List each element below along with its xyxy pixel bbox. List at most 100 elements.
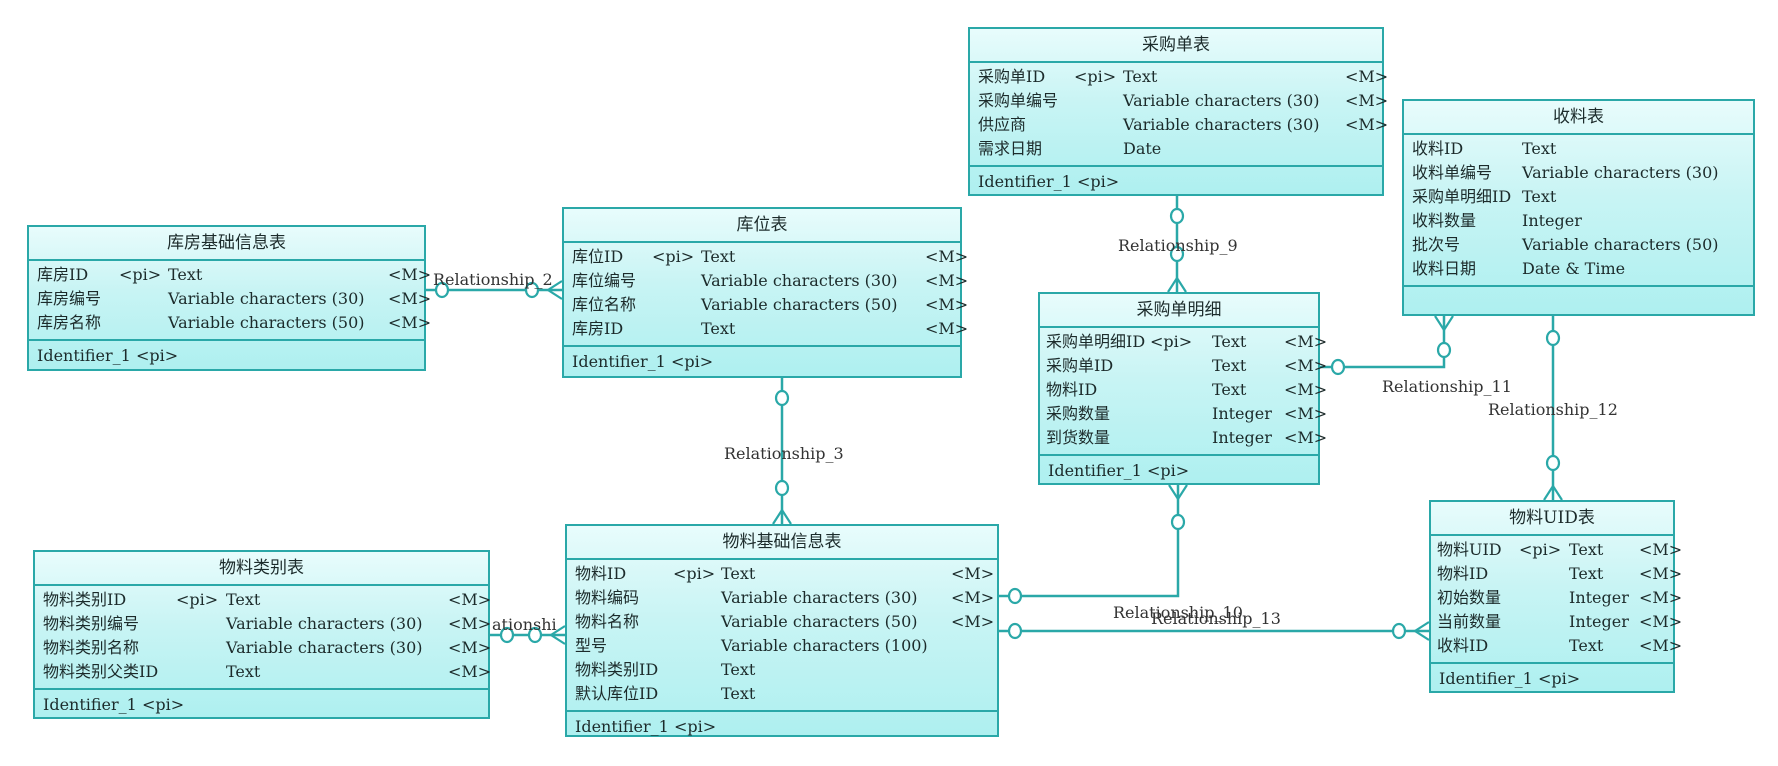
attr-name: 库位名称 xyxy=(572,295,637,314)
attr-type: Variable characters (50) xyxy=(1522,235,1719,254)
crows-foot-marker xyxy=(1167,275,1187,293)
attribute-row: 物料ID <pi> Text <M> xyxy=(567,562,997,586)
relationship-label: Relationship_13 xyxy=(1151,609,1281,628)
attr-type: Text xyxy=(1212,380,1247,399)
attr-name: 采购单ID xyxy=(1046,356,1114,375)
entity-title: 采购单表 xyxy=(970,29,1382,63)
optional-marker xyxy=(1007,622,1023,640)
attribute-row: 物料UID<pi>Text<M> xyxy=(1431,538,1682,562)
attr-name: 收料ID xyxy=(1437,636,1489,655)
attr-name: 采购单编号 xyxy=(978,91,1059,110)
crows-foot-marker xyxy=(548,625,566,645)
attr-mandatory: <M> xyxy=(951,612,995,631)
attr-mandatory: <M> xyxy=(951,564,995,583)
optional-marker xyxy=(1169,245,1185,263)
attr-type: Variable characters (30) xyxy=(226,638,423,657)
attr-type: Text xyxy=(721,564,756,583)
crows-foot-marker xyxy=(1434,315,1454,333)
identifier xyxy=(1404,287,1753,317)
attr-key: <pi> xyxy=(673,564,716,583)
attr-name: 当前数量 xyxy=(1437,612,1502,631)
attr-mandatory: <M> xyxy=(1639,564,1683,583)
attr-type: Variable characters (30) xyxy=(1123,91,1320,110)
attr-name: 采购数量 xyxy=(1046,404,1111,423)
attr-name: 型号 xyxy=(575,636,608,655)
attr-mandatory: <M> xyxy=(388,289,432,308)
optional-marker xyxy=(774,389,790,407)
entity-title: 采购单明细 xyxy=(1040,294,1318,328)
attr-type: Text xyxy=(226,662,261,681)
attr-type: Variable characters (30) xyxy=(226,614,423,633)
attr-name: 采购单明细ID xyxy=(1412,187,1512,206)
attr-type: Text xyxy=(1569,540,1604,559)
attr-mandatory: <M> xyxy=(1345,91,1389,110)
identifier: Identifier_1 <pi> xyxy=(575,717,717,736)
optional-marker xyxy=(774,479,790,497)
attr-type: Integer xyxy=(1522,211,1582,230)
attr-key: <pi> xyxy=(1519,540,1562,559)
attr-mandatory: <M> xyxy=(951,588,995,607)
crows-foot-marker xyxy=(545,280,563,300)
attr-type: Variable characters (50) xyxy=(168,313,365,332)
entity-title: 库位表 xyxy=(564,209,960,243)
attr-type: Integer xyxy=(1569,612,1629,631)
attr-type: Variable characters (30) xyxy=(1123,115,1320,134)
relationship-label: ationshi xyxy=(492,615,557,634)
attr-name: 物料ID xyxy=(1046,380,1098,399)
relationship-line xyxy=(999,485,1180,598)
optional-marker xyxy=(1436,341,1452,359)
attr-name: 物料编码 xyxy=(575,588,640,607)
attr-mandatory: <M> xyxy=(1284,428,1328,447)
attr-type: Text xyxy=(721,684,756,703)
entity-title: 物料基础信息表 xyxy=(567,526,997,560)
identifier: Identifier_1 <pi> xyxy=(1048,461,1190,480)
attr-mandatory: <M> xyxy=(1639,540,1683,559)
attr-mandatory: <M> xyxy=(448,614,492,633)
optional-marker xyxy=(1545,454,1561,472)
optional-marker xyxy=(1007,587,1023,605)
attribute-row: 采购单编号 Variable characters (30) <M> xyxy=(970,89,1388,113)
attr-key: <pi> xyxy=(176,590,219,609)
attr-name: 库房编号 xyxy=(37,289,102,308)
attr-name: 默认库位ID xyxy=(575,684,659,703)
attr-mandatory: <M> xyxy=(1284,332,1328,351)
optional-marker xyxy=(1391,622,1407,640)
relationship-label: Relationship_9 xyxy=(1118,236,1238,255)
optional-marker xyxy=(499,626,515,644)
attr-name: 到货数量 xyxy=(1046,428,1111,447)
attr-type: Text xyxy=(721,660,756,679)
attr-key: <pi> xyxy=(1074,67,1117,86)
attr-type: Variable characters (30) xyxy=(168,289,365,308)
crows-foot-marker xyxy=(1412,621,1430,641)
attr-name: 库位ID xyxy=(572,247,624,266)
attr-name: 物料ID xyxy=(575,564,627,583)
attr-name: 采购单ID xyxy=(978,67,1046,86)
entity-purchase-order[interactable]: 采购单表 采购单ID <pi> Text <M> 采购单编号 Variable char… xyxy=(968,27,1388,196)
attr-name: 收料数量 xyxy=(1412,211,1477,230)
optional-marker xyxy=(1170,513,1186,531)
attribute-row: 批次号 Variable characters (50) xyxy=(1404,233,1753,257)
attr-mandatory: <M> xyxy=(448,662,492,681)
attr-mandatory: <M> xyxy=(388,265,432,284)
attr-name: 批次号 xyxy=(1412,235,1461,254)
attr-type: Text xyxy=(1123,67,1158,86)
